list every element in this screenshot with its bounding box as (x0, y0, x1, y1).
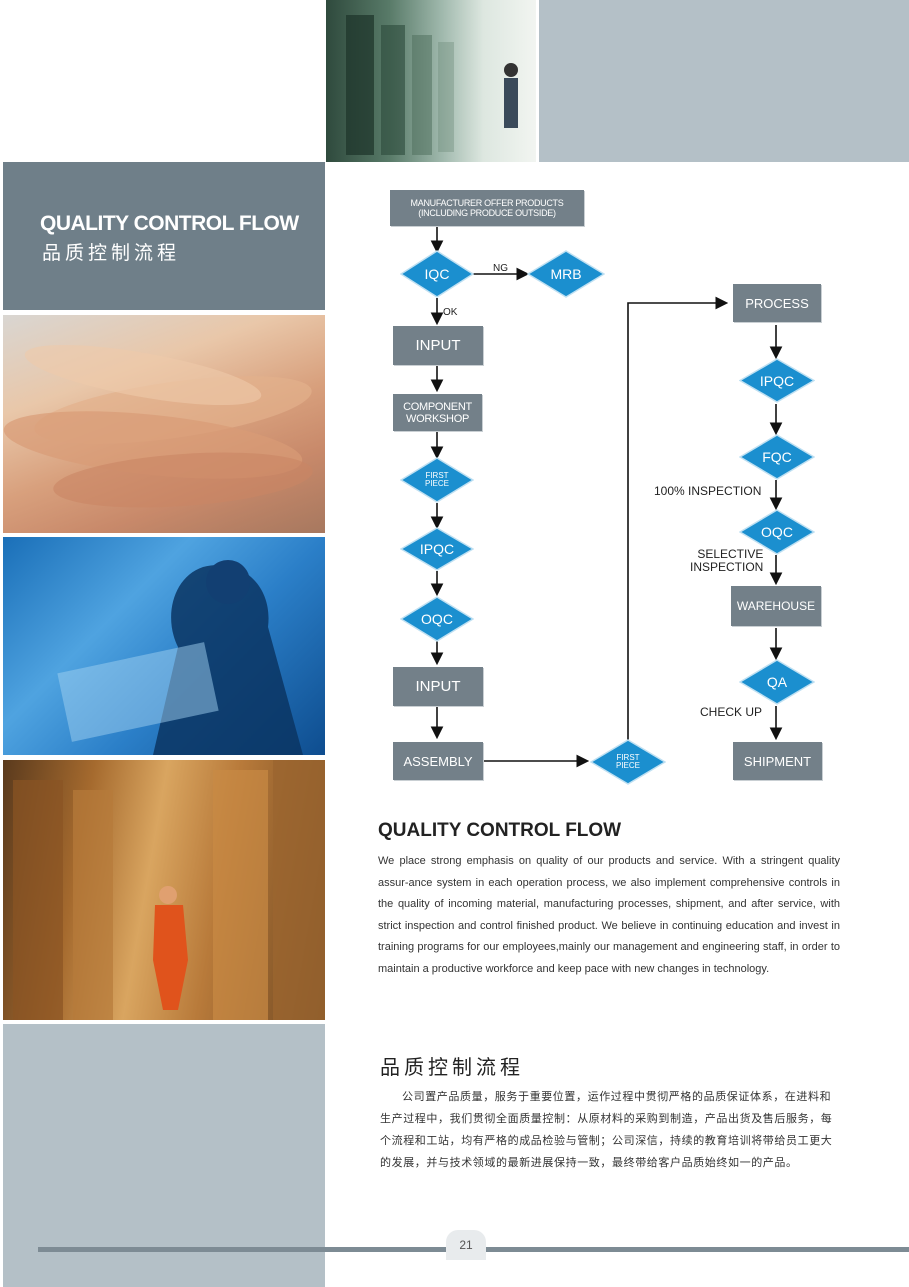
warehouse-box: WAREHOUSE (731, 586, 821, 626)
ipqc-diamond-2: IPQC (739, 358, 815, 403)
left-top-blank (0, 0, 325, 162)
warehouse-photo (3, 760, 325, 1020)
bottom-left-panel (3, 1024, 325, 1287)
component-workshop-box: COMPONENT WORKSHOP (393, 394, 482, 431)
ipqc-label-1: IPQC (419, 541, 455, 557)
hands-photo (3, 315, 325, 533)
ng-label: NG (493, 263, 508, 274)
section-title-en: QUALITY CONTROL FLOW (378, 820, 622, 841)
oqc-diamond-1: OQC (400, 596, 474, 642)
engineer-photo (3, 537, 325, 755)
section-body-en: We place strong emphasis on quality of o… (378, 855, 840, 975)
first-piece-diamond-1: FIRST PIECE (400, 457, 474, 503)
title-panel (3, 162, 325, 310)
first-piece-label-2: FIRST PIECE (615, 753, 640, 770)
sidebar-title-en: QUALITY CONTROL FLOW (40, 212, 299, 235)
process-box: PROCESS (733, 284, 821, 322)
assembly-box: ASSEMBLY (393, 742, 483, 780)
iqc-label: IQC (424, 266, 450, 282)
ipqc-label-2: IPQC (759, 372, 795, 389)
iqc-diamond: IQC (400, 250, 474, 298)
qa-label: QA (766, 674, 788, 690)
mrb-diamond: MRB (527, 250, 605, 298)
ok-label: OK (443, 307, 458, 318)
shipment-box: SHIPMENT (733, 742, 822, 780)
check-up-label: CHECK UP (700, 705, 763, 719)
datacenter-photo (326, 0, 536, 162)
oqc-label-2: OQC (761, 524, 793, 540)
input-box-2: INPUT (393, 667, 483, 706)
inspection-100-label: 100% INSPECTION (654, 484, 762, 498)
fqc-label: FQC (762, 449, 792, 465)
top-right-panel (539, 0, 909, 162)
first-piece-diamond-2: FIRST PIECE (590, 739, 666, 785)
mrb-label: MRB (550, 266, 582, 282)
fqc-diamond: FQC (739, 434, 815, 480)
page-number: 21 (446, 1230, 486, 1260)
sidebar-title-cn: 品质控制流程 (42, 242, 181, 264)
oqc-label-1: OQC (421, 611, 453, 627)
section-title-cn: 品质控制流程 (380, 1055, 524, 1079)
qa-diamond: QA (739, 659, 815, 705)
start-box-manufacturer: MANUFACTURER OFFER PRODUCTS (INCLUDING P… (390, 190, 584, 226)
section-body-cn: 公司置产品质量，服务于重要位置，运作过程中贯彻严格的品质保证体系，在进料和生产过… (380, 1090, 833, 1169)
input-box-1: INPUT (393, 326, 483, 365)
oqc-diamond-2: OQC (739, 509, 815, 555)
ipqc-diamond-1: IPQC (400, 527, 474, 571)
selective-inspection-label: SELECTIVE INSPECTION (690, 547, 764, 574)
first-piece-label-1: FIRST PIECE (424, 471, 449, 488)
flow-arrows (430, 227, 783, 768)
